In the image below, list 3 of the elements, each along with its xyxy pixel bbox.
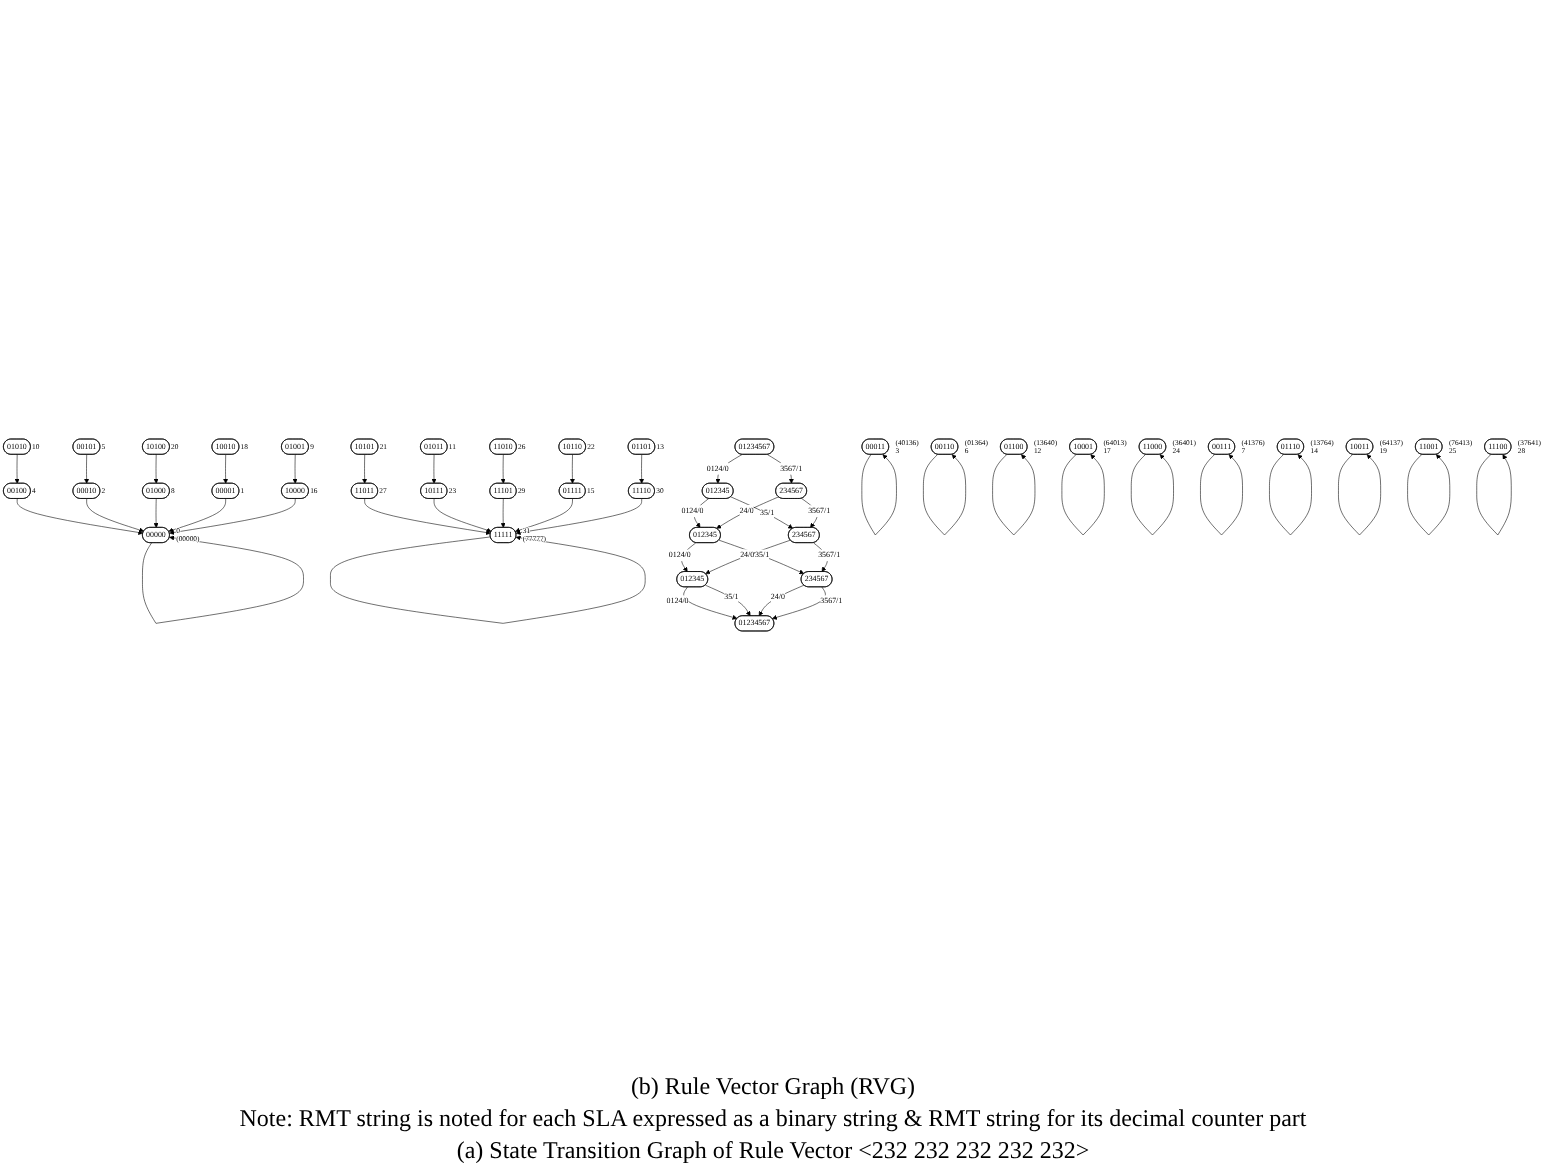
caption-text: Note: RMT string is noted for each SLA expressed as a binary string & RMT string for its decimal counter part	[239, 1104, 1307, 1134]
caption-text: (a) State Transition Graph of Rule Vector <232 232 232 232 232>	[454, 1136, 1092, 1166]
caption-text: (b) Rule Vector Graph (RVG)	[628, 1072, 918, 1102]
